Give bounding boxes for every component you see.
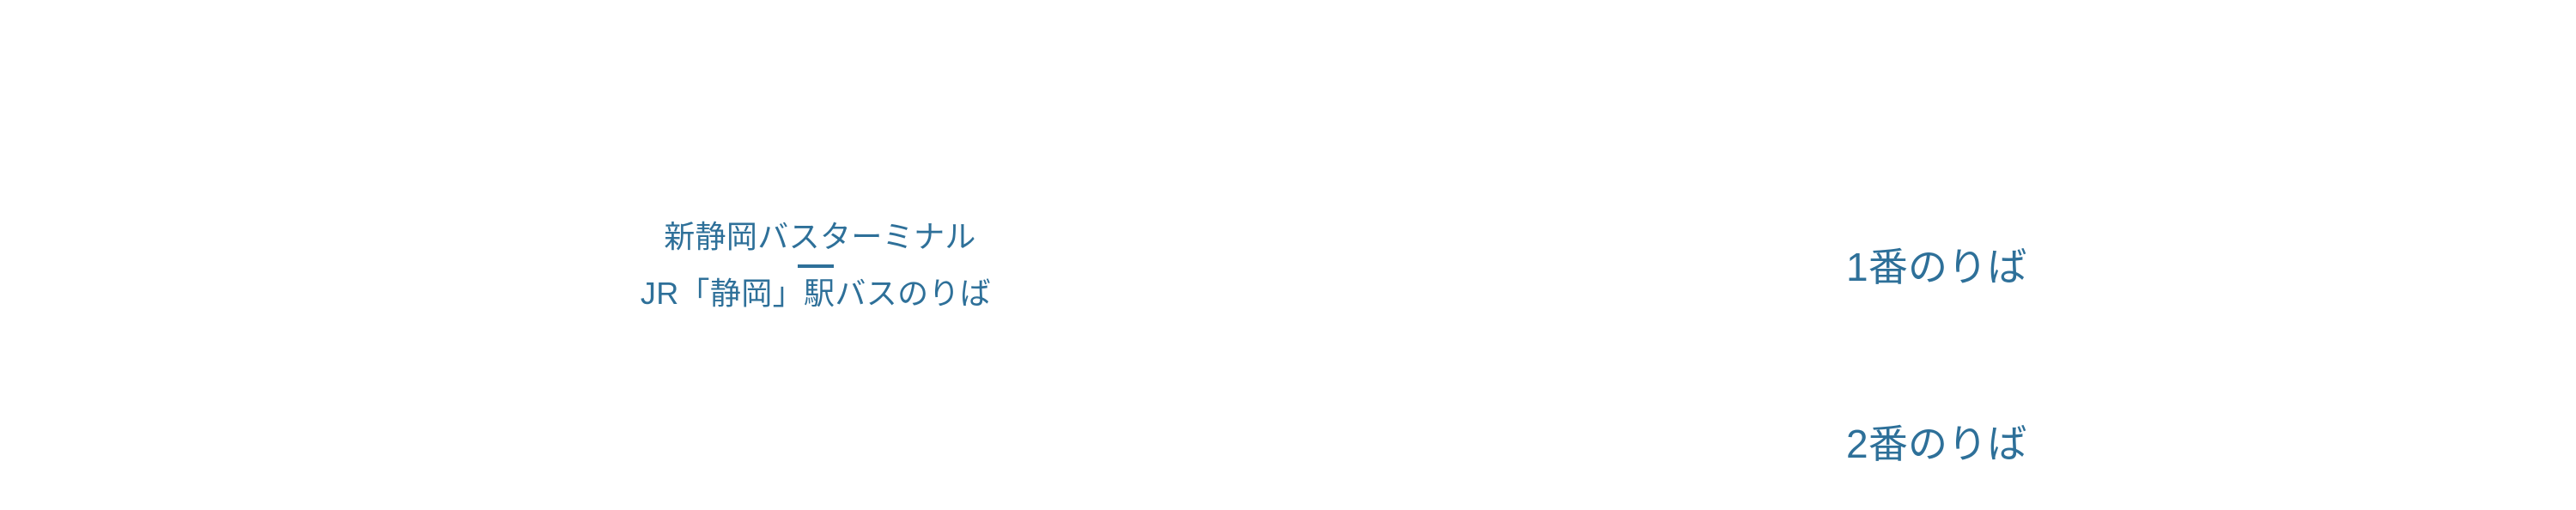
terminal-name: 新静岡バスターミナル <box>664 219 976 254</box>
platform-item-1: 1番のりば <box>1846 245 2027 289</box>
station-bus-stop-name: JR「静岡」駅バスのりば <box>640 276 992 311</box>
platform-item-2: 2番のりば <box>1846 422 2027 466</box>
terminal-name-block: 新静岡バスターミナル JR「静岡」駅バスのりば <box>550 222 1082 309</box>
name-divider <box>798 264 834 268</box>
platform-list: 1番のりば 2番のりば <box>1846 247 2121 464</box>
